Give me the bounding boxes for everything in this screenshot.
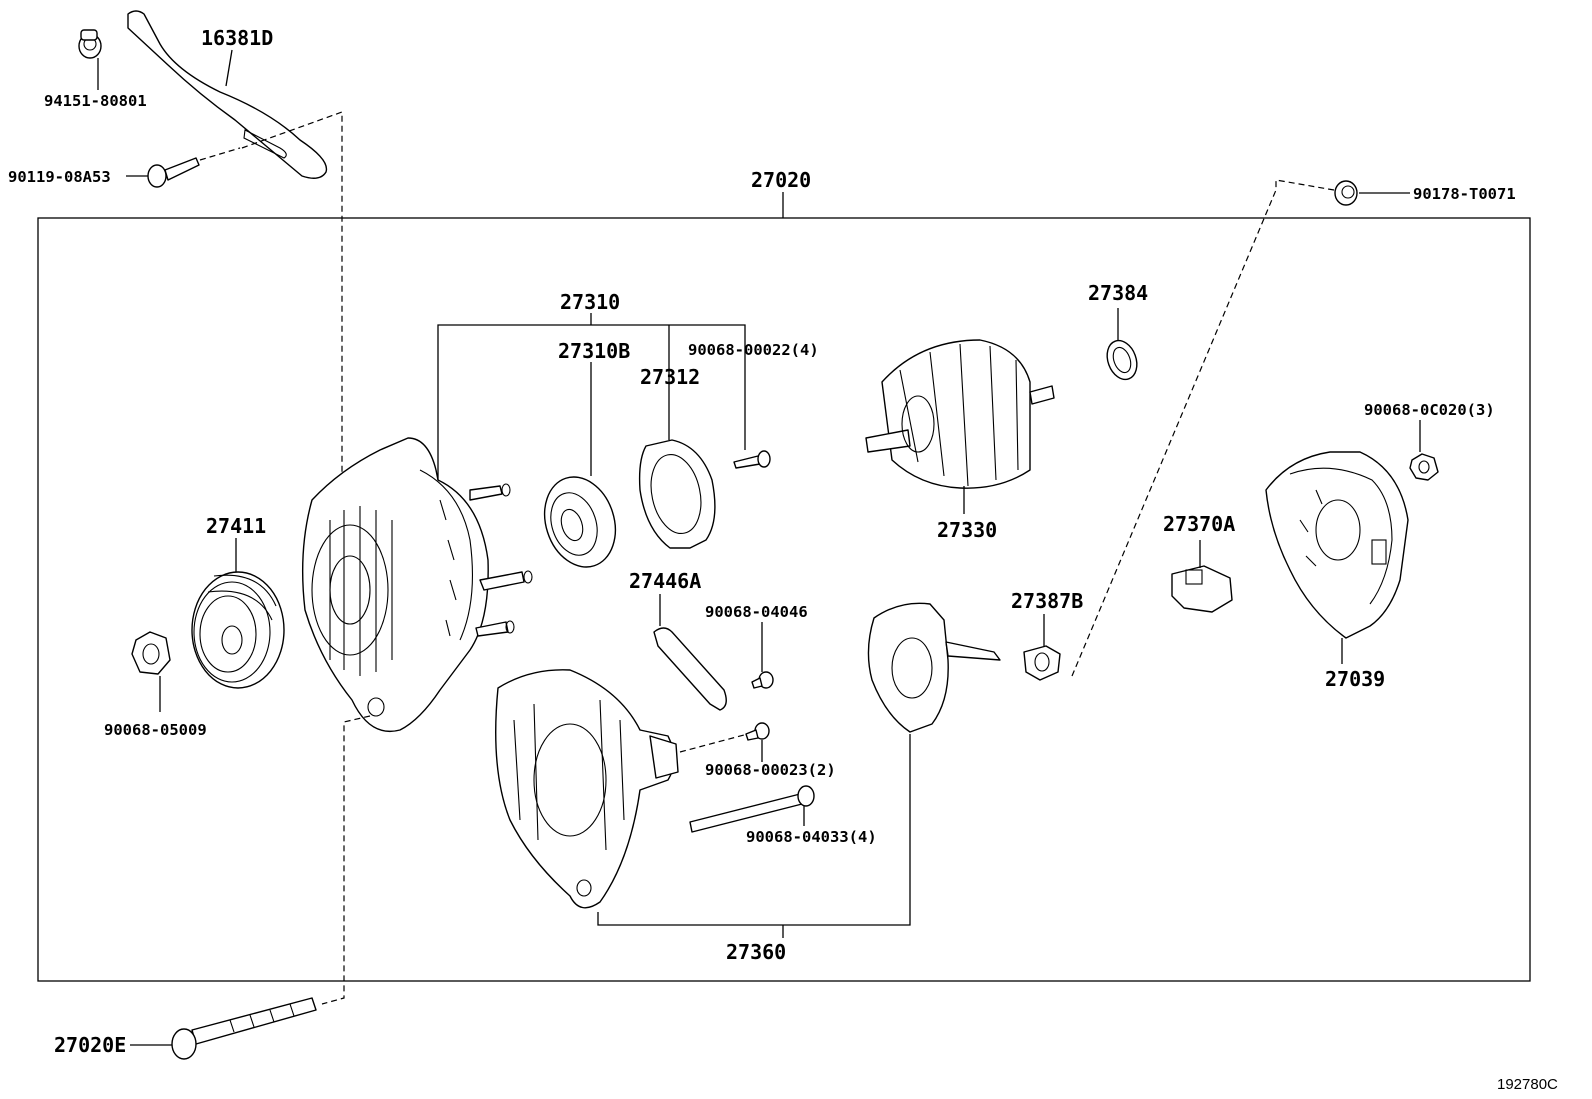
label-27039: 27039 <box>1325 667 1385 691</box>
assembly-frame <box>37 217 1531 982</box>
label-27312: 27312 <box>640 365 700 389</box>
label-27384: 27384 <box>1088 281 1148 305</box>
bolt-27020E-part[interactable] <box>171 997 317 1060</box>
adjusting-bar-part[interactable] <box>127 10 328 179</box>
label-27387B: 27387B <box>1011 589 1083 613</box>
label-90068-00023: 90068-00023(2) <box>705 761 836 779</box>
rear-cover-27039-part[interactable] <box>1265 451 1409 639</box>
drive-end-frame-part[interactable] <box>301 437 533 732</box>
bearing-27310B-part[interactable] <box>533 468 626 577</box>
bolt-90119-08A53-part[interactable] <box>147 157 200 188</box>
label-90068-05009: 90068-05009 <box>104 721 207 739</box>
label-27370A: 27370A <box>1163 512 1235 536</box>
label-90068-0C020: 90068-0C020(3) <box>1364 401 1495 419</box>
dashed-bar-bolt <box>199 147 241 161</box>
regulator-27370A-part[interactable] <box>1171 565 1233 613</box>
figure-code: 192780C <box>1497 1076 1558 1093</box>
label-27020E: 27020E <box>54 1033 126 1057</box>
label-90178-T0071: 90178-T0071 <box>1413 185 1516 203</box>
leader-27310-bracket <box>437 313 746 480</box>
dashed-nut-to-terminal <box>1071 179 1335 677</box>
brush-holder-27387B-part[interactable] <box>1023 645 1061 681</box>
dashed-bar-to-bolt <box>241 111 343 478</box>
nut-90068-05009-part[interactable] <box>131 631 171 675</box>
label-27310: 27310 <box>560 290 620 314</box>
dashed-screw-00023 <box>679 734 745 753</box>
label-90068-04033: 90068-04033(4) <box>746 828 877 846</box>
label-27446A: 27446A <box>629 569 701 593</box>
nut-90068-0C020-part[interactable] <box>1409 453 1439 481</box>
label-27310B: 27310B <box>558 339 630 363</box>
washer-27384-part[interactable] <box>1102 336 1142 383</box>
leader-16381D <box>225 49 233 87</box>
rotor-27330-part[interactable] <box>865 339 1055 489</box>
label-27330: 27330 <box>937 518 997 542</box>
label-27411: 27411 <box>206 514 266 538</box>
retainer-27312-part[interactable] <box>638 439 716 549</box>
label-27360: 27360 <box>726 940 786 964</box>
plate-27446A-part[interactable] <box>653 627 727 711</box>
commutator-end-frame-part[interactable] <box>495 669 679 909</box>
label-90068-04046: 90068-04046 <box>705 603 808 621</box>
label-90068-00022: 90068-00022(4) <box>688 341 819 359</box>
label-16381D: 16381D <box>201 26 273 50</box>
nut-90178-T0071-part[interactable] <box>1334 180 1358 206</box>
rectifier-holder-part[interactable] <box>867 602 1001 733</box>
dashed-frame-to-bolt <box>321 715 371 1005</box>
screw-90068-00022-part[interactable] <box>733 450 771 469</box>
pulley-27411-part[interactable] <box>191 571 285 689</box>
label-90119-08A53: 90119-08A53 <box>8 168 111 186</box>
label-94151-80801: 94151-80801 <box>44 92 147 110</box>
label-27020: 27020 <box>751 168 811 192</box>
screw-90068-00023-part[interactable] <box>745 722 770 741</box>
screw-90068-04046-part[interactable] <box>751 671 774 689</box>
leader-27360-bracket <box>597 734 911 938</box>
nut-94151-80801-part[interactable] <box>78 29 102 59</box>
through-bolt-90068-04033-part[interactable] <box>689 785 815 833</box>
